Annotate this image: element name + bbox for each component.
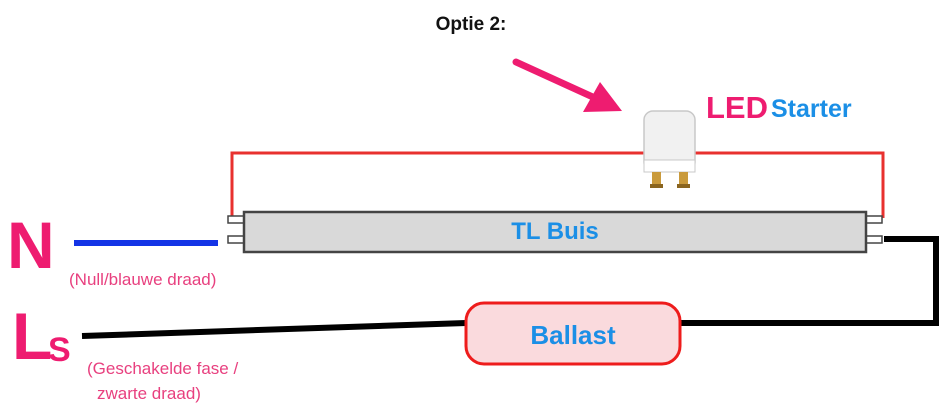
live-description-line1: (Geschakelde fase / [87,359,239,378]
diagram-title: Optie 2: [435,14,507,35]
tube-to-ballast-wire [680,236,939,326]
tube-pin-right-bottom [865,235,883,244]
starter-wire [230,151,885,218]
starter-label: Starter [771,95,852,123]
live-wire [81,320,467,339]
tube-pin-right-top [865,215,883,224]
tl-tube-label: TL Buis [511,218,599,245]
ballast-box [464,301,682,366]
live-letter: L [12,299,53,373]
pointer-arrow-line [512,58,599,102]
tl-tube [242,210,868,254]
tube-pin-left-top [227,215,245,224]
live-description-line2: zwarte draad) [97,384,201,403]
tube-pin-left-bottom [227,235,245,244]
live-subscript: S [48,331,71,369]
starter-component [643,110,696,188]
led-label: LED [706,90,768,125]
neutral-letter: N [7,208,55,282]
pointer-arrow-head [583,82,622,112]
neutral-description: (Null/blauwe draad) [69,270,217,289]
ballast-label: Ballast [530,320,616,350]
